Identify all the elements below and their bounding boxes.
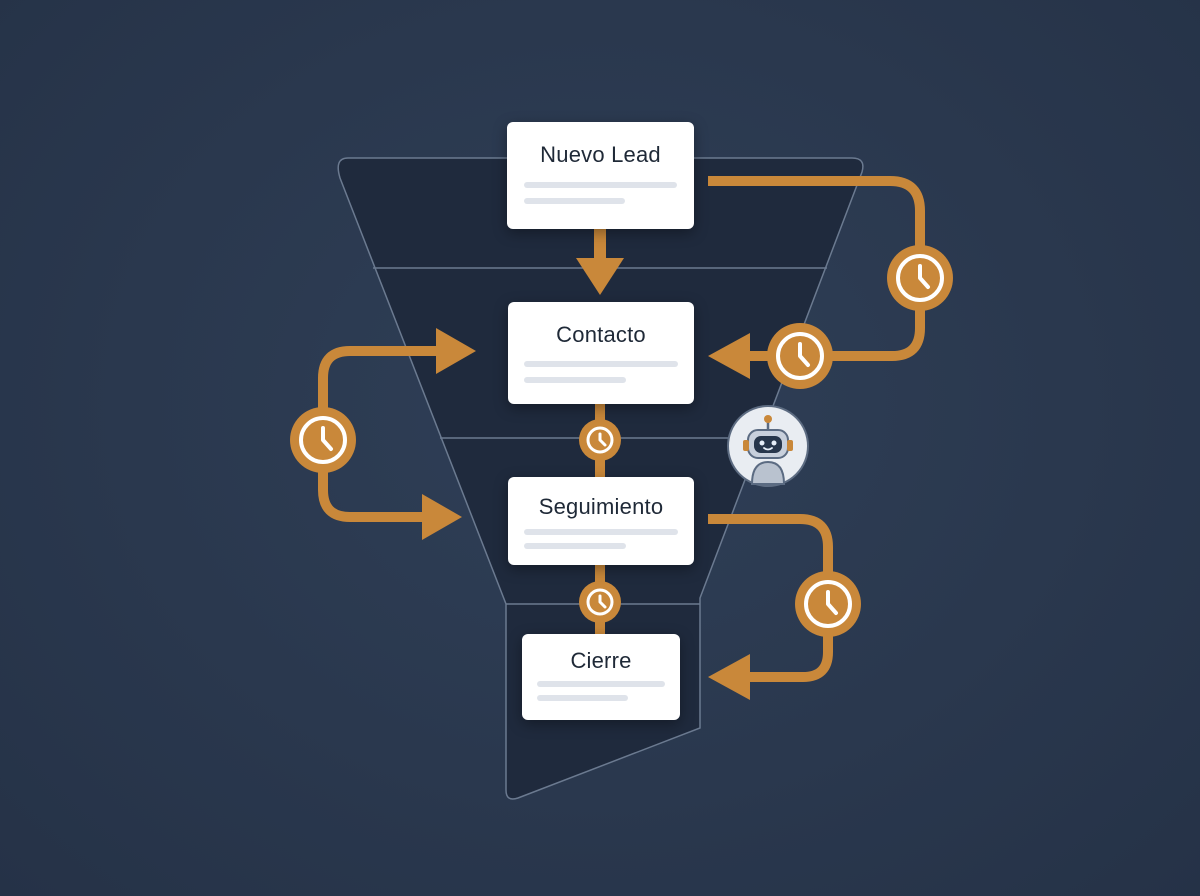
placeholder-line (537, 681, 665, 687)
stage-title: Nuevo Lead (540, 142, 661, 167)
loop-seguimiento-to-cierre (708, 514, 861, 700)
placeholder-line (524, 198, 625, 204)
placeholder-line (524, 529, 678, 535)
robot-icon (727, 405, 809, 487)
placeholder-line (524, 182, 677, 188)
stage-title: Contacto (556, 322, 646, 347)
stage-card-seguimiento[interactable]: Seguimiento (508, 477, 694, 565)
placeholder-line (537, 695, 628, 701)
stage-card-cierre[interactable]: Cierre (522, 634, 680, 720)
stage-card-contacto[interactable]: Contacto (508, 302, 694, 404)
placeholder-line (524, 361, 678, 367)
placeholder-line (524, 377, 626, 383)
placeholder-line (524, 543, 626, 549)
stage-title: Cierre (570, 648, 632, 673)
stage-card-nuevo-lead[interactable]: Nuevo Lead (507, 122, 694, 229)
flow-nuevo-to-contacto (576, 229, 624, 295)
stage-title: Seguimiento (538, 494, 664, 519)
